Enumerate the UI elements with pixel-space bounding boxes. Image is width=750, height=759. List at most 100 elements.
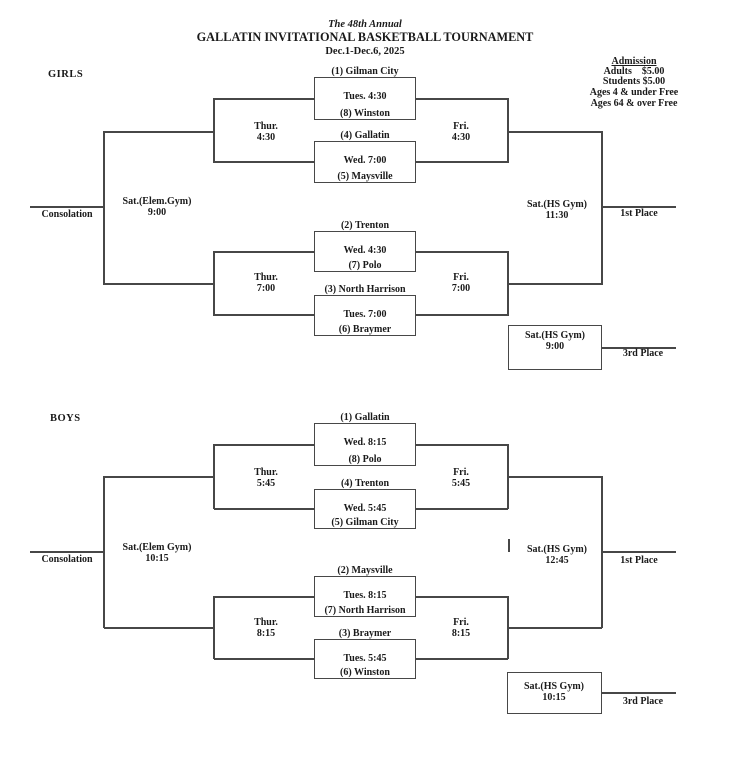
bracket-line	[416, 658, 508, 660]
girls-r1-match2-box	[314, 141, 416, 183]
bracket-line	[508, 476, 602, 478]
bracket-line	[507, 444, 509, 509]
team-name: (4) Gallatin	[340, 130, 390, 141]
bracket-line	[104, 283, 214, 285]
game-time: 9:00	[147, 206, 167, 218]
admission-ages-over: Ages 64 & over Free	[590, 98, 678, 109]
tournament-dates: Dec.1-Dec.6, 2025	[325, 46, 405, 57]
bracket-line	[416, 508, 508, 510]
third-place-line	[602, 347, 676, 349]
boys-r1-match4-box	[314, 639, 416, 679]
game-venue: Sat.(HS Gym)	[527, 199, 587, 210]
team-name: (8) Winston	[340, 108, 390, 119]
team-name: (6) Braymer	[338, 324, 392, 335]
bracket-line	[601, 476, 603, 628]
game-time: 10:15	[542, 691, 566, 703]
bracket-line	[416, 596, 508, 598]
girls-r1-match3-box	[314, 231, 416, 272]
boys-consolation-label: Consolation	[41, 554, 93, 565]
bracket-line	[214, 444, 314, 446]
team-name: (4) Trenton	[340, 478, 390, 489]
bracket-line	[103, 131, 105, 285]
game-day: Thur.	[254, 617, 278, 628]
game-time: 5:45	[256, 477, 276, 489]
girls-r1-match4-box	[314, 295, 416, 336]
bracket-line	[416, 251, 508, 253]
boys-championship-label: Sat.(HS Gym) 12:45	[510, 544, 604, 566]
admission-ages-under: Ages 4 & under Free	[589, 87, 679, 98]
girls-third-place-box	[508, 325, 602, 370]
game-day: Fri.	[453, 121, 469, 132]
bracket-line	[507, 596, 509, 659]
game-time: 10:15	[145, 552, 169, 564]
boys-r1-match2-box	[314, 489, 416, 529]
bracket-line	[214, 161, 314, 163]
game-time: 9:00	[545, 340, 565, 352]
team-name: (3) Braymer	[338, 628, 392, 639]
game-time: 5:45	[451, 477, 471, 489]
girls-first-place-label: 1st Place	[620, 208, 658, 219]
game-time: Tues. 8:15	[343, 590, 387, 601]
bracket-line	[508, 131, 602, 133]
team-name: (8) Polo	[348, 454, 382, 465]
game-time: Tues. 7:00	[343, 309, 387, 320]
team-name: (7) North Harrison	[324, 605, 406, 616]
game-time: 7:00	[451, 282, 471, 294]
bracket-line	[508, 283, 602, 285]
boys-third-place-label: 3rd Place	[622, 696, 664, 707]
game-venue: Sat.(Elem.Gym)	[122, 196, 192, 207]
girls-semifinal-1-label: Fri. 4:30	[436, 121, 486, 143]
boys-semifinal-1-label: Fri. 5:45	[436, 467, 486, 489]
tournament-subtitle: The 48th Annual	[328, 19, 402, 30]
girls-third-place-game-label: Sat.(HS Gym) 9:00	[508, 330, 602, 352]
game-day: Fri.	[453, 272, 469, 283]
boys-third-place-game-label: Sat.(HS Gym) 10:15	[507, 681, 601, 703]
girls-semifinal-2-label: Fri. 7:00	[436, 272, 486, 294]
boys-first-place-label: 1st Place	[620, 555, 658, 566]
boys-r1-match1-box	[314, 423, 416, 466]
bracket-line	[104, 476, 214, 478]
boys-consolation-final-label: Sat.(Elem Gym) 10:15	[110, 542, 204, 564]
boys-third-place-box	[507, 672, 602, 714]
team-name: (7) Polo	[348, 260, 382, 271]
bracket-line	[601, 131, 603, 285]
game-time: Wed. 5:45	[343, 503, 387, 514]
game-time: 8:15	[451, 627, 471, 639]
game-venue: Sat.(Elem Gym)	[122, 542, 192, 553]
game-time: 8:15	[256, 627, 276, 639]
game-time: 7:00	[256, 282, 276, 294]
game-day: Thur.	[254, 121, 278, 132]
team-name: (5) Gilman City	[331, 517, 399, 528]
game-time: 12:45	[545, 554, 569, 566]
bracket-line	[213, 98, 215, 163]
consolation-line	[30, 551, 104, 553]
game-time: Wed. 7:00	[343, 155, 387, 166]
game-time: 11:30	[545, 209, 569, 221]
boys-consolation-semi-2-label: Thur. 8:15	[241, 617, 291, 639]
game-time: Wed. 4:30	[343, 245, 387, 256]
girls-third-place-label: 3rd Place	[622, 348, 664, 359]
consolation-line	[30, 206, 104, 208]
game-time: 4:30	[256, 131, 276, 143]
girls-section-label: GIRLS	[48, 69, 84, 80]
game-venue: Sat.(HS Gym)	[524, 681, 584, 692]
boys-r1-match3-box	[314, 576, 416, 617]
admission-students: Students $5.00	[602, 76, 666, 87]
boys-semifinal-2-label: Fri. 8:15	[436, 617, 486, 639]
bracket-line	[214, 251, 314, 253]
admission-heading: Admission	[611, 56, 657, 67]
bracket-line	[214, 98, 314, 100]
bracket-line	[416, 98, 508, 100]
stray-tick-mark	[508, 539, 510, 552]
bracket-line	[104, 131, 214, 133]
bracket-line	[416, 161, 508, 163]
girls-consolation-semi-2-label: Thur. 7:00	[241, 272, 291, 294]
girls-consolation-label: Consolation	[41, 209, 93, 220]
bracket-line	[214, 314, 314, 316]
bracket-line	[214, 596, 314, 598]
team-name: (2) Maysville	[337, 565, 393, 576]
team-name: (3) North Harrison	[324, 284, 406, 295]
bracket-line	[214, 658, 314, 660]
game-day: Fri.	[453, 617, 469, 628]
